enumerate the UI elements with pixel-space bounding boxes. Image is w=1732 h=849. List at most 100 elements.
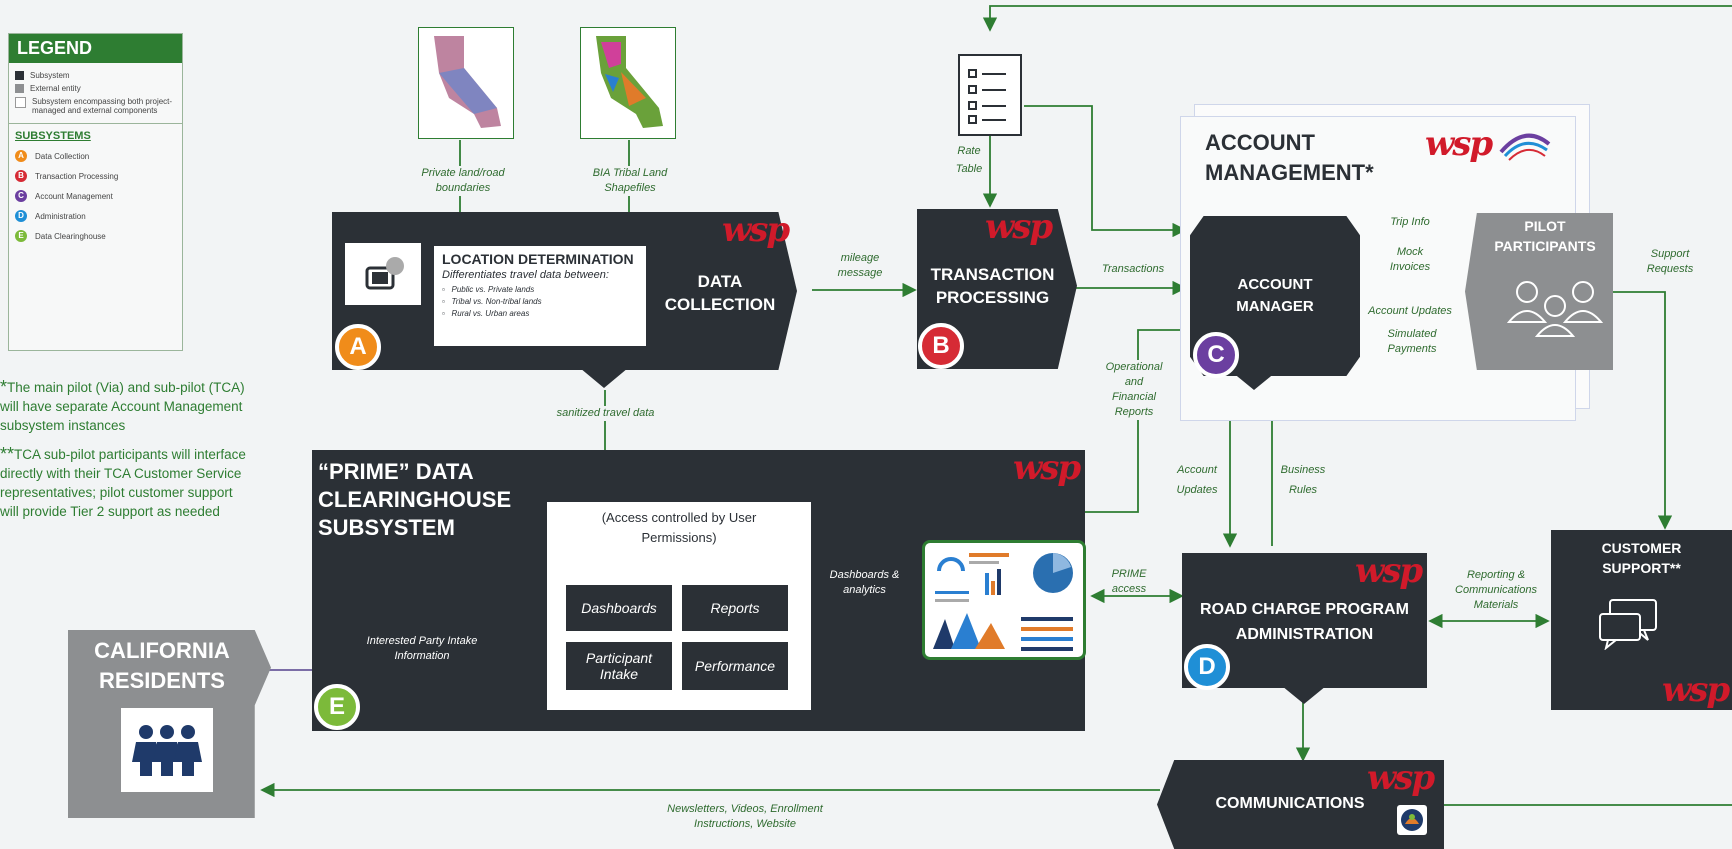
note-mark: ** [0,444,15,464]
footnotes: *The main pilot (Via) and sub-pilot (TCA… [0,378,250,521]
note-1: *The main pilot (Via) and sub-pilot (TCA… [0,378,250,435]
simulated-payments-label: Simulated Payments [1387,328,1437,355]
chat-bubbles-icon [1599,599,1657,650]
badge-a-icon: A [15,150,27,162]
location-bullet: ▫ Rural vs. Urban areas [442,309,530,318]
document-list-icon [968,69,1006,124]
title-line: COLLECTION [664,295,776,314]
tile-reports[interactable]: Reports [682,585,788,631]
badge-e: E [314,684,360,730]
legend-item-subsystem: Subsystem [15,71,176,80]
interested-party-label: Interested Party Intake Information [366,635,478,662]
legend-title: LEGEND [9,34,182,63]
title-line: ADMINISTRATION [1235,626,1374,643]
note-text: The main pilot (Via) and sub-pilot (TCA)… [0,380,245,433]
wsp-logo: wsp [985,207,1053,247]
transactions-label: Transactions [1101,263,1165,275]
title-line: DATA [697,272,743,291]
legend-subsystems-title: SUBSYSTEMS [15,130,91,142]
private-land-label: Private land/road boundaries [403,166,523,196]
dashboard-chart-icon [933,553,1073,651]
dashboards-analytics-label: Dashboards & analytics [829,569,900,596]
note-mark: * [0,377,8,397]
access-text: (Access controlled by User Permissions) [547,508,811,548]
legend-item-encompassing: Subsystem encompassing both project-mana… [15,97,176,115]
california-map-bia [580,27,676,139]
legend: LEGEND Subsystem External entity Subsyst… [8,33,183,351]
badge-c: C [1193,332,1239,378]
customer-support [1551,530,1732,710]
title-line: CUSTOMER [1601,540,1682,556]
legend-label: Subsystem encompassing both project-mana… [32,97,173,115]
badge-d-icon: D [15,210,27,222]
rate-table-doc [958,54,1022,136]
title-line: “PRIME” DATA [318,459,474,484]
legend-subsystem-d: D Administration [15,210,176,222]
legend-sub-label: Account Management [35,191,113,201]
legend-subsystem-e: E Data Clearinghouse [15,230,176,242]
badge-a: A [335,324,381,370]
sanitized-label: sanitized travel data [533,406,678,421]
note-text: TCA sub-pilot participants will interfac… [0,447,246,519]
residents-icon-tile [121,708,213,792]
tile-dashboards[interactable]: Dashboards [566,585,672,631]
bullet-text: Public vs. Private lands [451,285,535,294]
tca-logo-icon [1499,133,1551,161]
legend-subsystem-c: C Account Management [15,190,176,202]
title-line: ACCOUNT [1205,130,1315,155]
legend-sub-label: Data Collection [35,151,90,161]
data-collection-notch [580,368,628,388]
op-fin-reports-label: Operational and Financial Reports [1104,360,1164,420]
road-charge-title: ROAD CHARGE PROGRAM ADMINISTRATION [1182,597,1427,647]
location-subtitle: Differentiates travel data between: [442,269,609,281]
california-map-icon [434,36,501,128]
account-manager-notch [1232,372,1276,390]
tribal-map-icon [596,36,663,128]
mock-invoices-label: Mock Invoices [1389,246,1431,273]
legend-label: External entity [30,84,81,93]
account-manager-title: ACCOUNT MANAGER [1190,274,1360,318]
badge-b-icon: B [15,170,27,182]
customer-support-title: CUSTOMER SUPPORT** [1551,538,1732,578]
communications [1157,760,1444,849]
title-line: MANAGEMENT* [1205,160,1374,185]
badge-e-icon: E [15,230,27,242]
prime-access-label: PRIME access [1111,568,1147,595]
legend-label: Subsystem [30,71,70,80]
newsletters-label: Newsletters, Videos, Enrollment Instruct… [667,803,823,830]
location-title: LOCATION DETERMINATION [442,251,634,267]
communications-title: COMMUNICATIONS [1215,795,1365,812]
badge-c-icon: C [15,190,27,202]
account-updates-label: Account Updates [1176,464,1218,496]
people-group-icon [1506,281,1604,337]
tile-performance[interactable]: Performance [682,642,788,690]
title-line: CLEARINGHOUSE [318,487,512,512]
legend-subsystem-b: B Transaction Processing [15,170,176,182]
title-line: PARTICIPANTS [1494,238,1596,254]
legend-item-external: External entity [15,84,176,93]
caltrans-seal [1397,805,1427,835]
analytics-dashboard-graphic [922,540,1086,660]
california-map-private [418,27,514,139]
residents-people-icon [132,725,202,776]
wsp-logo: wsp [1425,124,1493,164]
account-updates-pilot-label: Account Updates [1368,305,1452,317]
pilot-participants [1465,213,1613,370]
title-line: SUPPORT** [1602,560,1681,576]
device-tile [345,243,421,305]
wsp-logo: wsp [1367,758,1435,798]
bullet-text: Rural vs. Urban areas [451,309,530,318]
support-requests-label: Support Requests [1646,248,1694,275]
legend-sub-label: Transaction Processing [35,171,119,181]
legend-sub-label: Administration [35,211,86,221]
note-2: **TCA sub-pilot participants will interf… [0,445,250,521]
title-line: PILOT [1524,218,1566,234]
pilot-title: PILOT PARTICIPANTS [1480,216,1610,256]
prime-title: “PRIME” DATA CLEARINGHOUSE SUBSYSTEM [318,458,511,542]
account-management-title: ACCOUNT MANAGEMENT* [1205,128,1374,188]
tile-participant-intake[interactable]: Participant Intake [566,642,672,690]
rate-table-label: Rate Table [955,145,983,175]
title-line: MANAGER [1236,298,1314,315]
badge-d: D [1184,644,1230,690]
location-determination-box: LOCATION DETERMINATION Differentiates tr… [434,246,646,346]
